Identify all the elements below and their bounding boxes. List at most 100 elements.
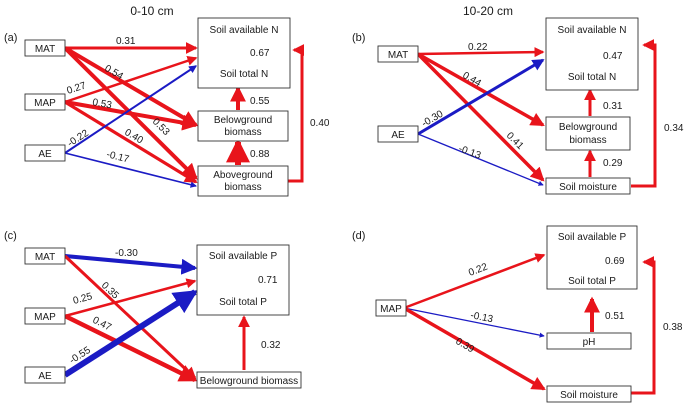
node-a-aboveground-line2: biomass: [224, 182, 261, 193]
coef-b-belowground-soil-n: 0.31: [603, 101, 623, 112]
node-b-soil-available-n: Soil available N: [558, 25, 627, 36]
coef-a-map-belowground: 0.53: [91, 97, 113, 111]
path-a-aboveground-to-soil-n: [288, 44, 305, 183]
path-a-map-to-soil-n: [64, 55, 198, 104]
coef-d-ph-soil-p: 0.51: [605, 311, 625, 322]
node-b-moisture: [545, 177, 631, 195]
node-d-map-label: MAP: [380, 304, 402, 315]
coef-d-map-moisture: 0.39: [454, 336, 477, 355]
path-d-moisture-to-soil-p: [631, 256, 656, 395]
node-c-mat: [24, 247, 66, 265]
coef-d-map-ph: -0.13: [469, 310, 494, 325]
node-c-soil-p: [196, 244, 290, 316]
panel-c: (c) MAT MAP AE Soil available P Soil tot…: [4, 230, 302, 389]
coef-b-ae-moisture: -0.13: [457, 143, 483, 161]
node-a-ae-label: AE: [38, 149, 52, 160]
node-c-belowground: [196, 371, 302, 389]
node-a-map: [24, 93, 66, 111]
path-c-mat-to-soil-p: [64, 254, 198, 275]
node-d-soil-p: [546, 225, 638, 290]
path-c-mat-to-belowground: [63, 254, 197, 380]
panel-a-label: (a): [4, 32, 17, 44]
coef-d-moisture-soil-p: 0.38: [663, 322, 683, 333]
panel-d: (d) MAP Soil available P Soil total P pH…: [352, 225, 683, 403]
coef-a-aboveground-soil-n: 0.40: [310, 118, 330, 129]
path-a-mat-to-belowground: [63, 46, 199, 127]
node-d-soil-total-p: Soil total P: [568, 276, 616, 287]
node-d-soil-available-p: Soil available P: [558, 232, 627, 243]
node-a-aboveground-line1: Aboveground: [213, 170, 273, 181]
node-b-mat: [377, 45, 419, 63]
path-b-moisture-to-soil-n: [631, 39, 657, 188]
coef-c-map-soil-p: 0.25: [72, 291, 94, 307]
coef-a-total-available: 0.67: [250, 48, 270, 59]
path-c-map-to-soil-p: [64, 278, 197, 318]
path-b-ae-to-soil-n: [417, 58, 545, 136]
coef-a-mat-soil-n: 0.31: [116, 36, 136, 47]
coef-d-total-available: 0.69: [605, 256, 625, 267]
panel-d-label: (d): [352, 230, 365, 242]
node-c-map-label: MAP: [34, 312, 56, 323]
panel-a: (a) MAT MAP AE Soil available N Soil tot…: [4, 17, 330, 197]
path-c-ae-to-soil-p: [63, 289, 199, 378]
header-10-20cm: 10-20 cm: [463, 4, 513, 18]
path-a-ae-to-aboveground: [64, 152, 197, 188]
node-d-moisture-label: Soil moisture: [560, 390, 618, 401]
path-b-mat-to-soil-n: [417, 47, 545, 58]
node-c-belowground-label: Belowground biomass: [200, 376, 298, 387]
coef-c-belowground-soil-p: 0.32: [261, 340, 281, 351]
node-a-belowground-line1: Belowground: [214, 115, 272, 126]
node-a-belowground-line2: biomass: [224, 127, 261, 138]
path-a-ae-to-soil-n: [64, 65, 197, 154]
node-b-belowground-line1: Belowground: [559, 122, 617, 133]
node-c-ae-label: AE: [38, 371, 52, 382]
node-c-ae: [24, 366, 66, 384]
node-a-aboveground: [197, 165, 289, 197]
coef-a-aboveground-belowground: 0.88: [250, 149, 270, 160]
panel-b-label: (b): [352, 32, 365, 44]
path-a-map-to-aboveground: [64, 100, 198, 184]
coef-b-moisture-belowground: 0.29: [603, 158, 623, 169]
node-b-moisture-label: Soil moisture: [559, 182, 617, 193]
coef-c-total-available: 0.71: [258, 275, 278, 286]
coef-a-ae-aboveground: -0.17: [105, 149, 130, 165]
node-a-mat: [24, 39, 66, 57]
path-c-map-to-belowground: [64, 313, 198, 383]
coef-b-mat-soil-n: 0.22: [468, 42, 488, 53]
header-0-10cm: 0-10 cm: [130, 4, 173, 18]
coef-b-total-available: 0.47: [603, 51, 623, 62]
path-b-mat-to-moisture: [416, 52, 545, 182]
coef-b-mat-moisture: 0.41: [504, 130, 526, 152]
node-d-map: [375, 299, 407, 317]
node-a-ae: [24, 144, 66, 162]
coef-b-mat-belowground: 0.44: [461, 70, 484, 89]
node-b-mat-label: MAT: [388, 50, 408, 61]
coef-a-ae-soil-n: -0.22: [66, 128, 91, 150]
node-b-ae: [377, 125, 419, 143]
node-d-ph-label: pH: [583, 337, 596, 348]
node-c-soil-total-p: Soil total P: [219, 297, 267, 308]
node-a-soil-total-n: Soil total N: [220, 69, 268, 80]
node-d-moisture: [546, 385, 632, 403]
panel-c-label: (c): [4, 230, 17, 242]
coef-b-moisture-soil-n: 0.34: [664, 123, 684, 134]
node-b-belowground-line2: biomass: [569, 135, 606, 146]
path-d-map-to-moisture: [403, 306, 546, 391]
node-b-soil-n: [545, 17, 639, 91]
node-b-soil-total-n: Soil total N: [568, 72, 616, 83]
node-d-ph: [546, 332, 632, 350]
path-b-ae-to-moisture: [417, 133, 544, 186]
node-a-soil-n: [197, 17, 291, 89]
node-a-soil-available-n: Soil available N: [210, 25, 279, 36]
node-a-mat-label: MAT: [35, 44, 55, 55]
panel-b: (b) MAT AE Soil available N Soil total N…: [352, 17, 684, 195]
node-c-mat-label: MAT: [35, 252, 55, 263]
coef-a-belowground-soil-n: 0.55: [250, 96, 270, 107]
node-b-ae-label: AE: [391, 130, 405, 141]
path-d-map-to-ph: [403, 307, 545, 338]
node-c-soil-available-p: Soil available P: [209, 251, 278, 262]
node-a-map-label: MAP: [34, 98, 56, 109]
node-b-belowground: [545, 116, 631, 151]
path-a-map-to-belowground: [64, 100, 199, 131]
